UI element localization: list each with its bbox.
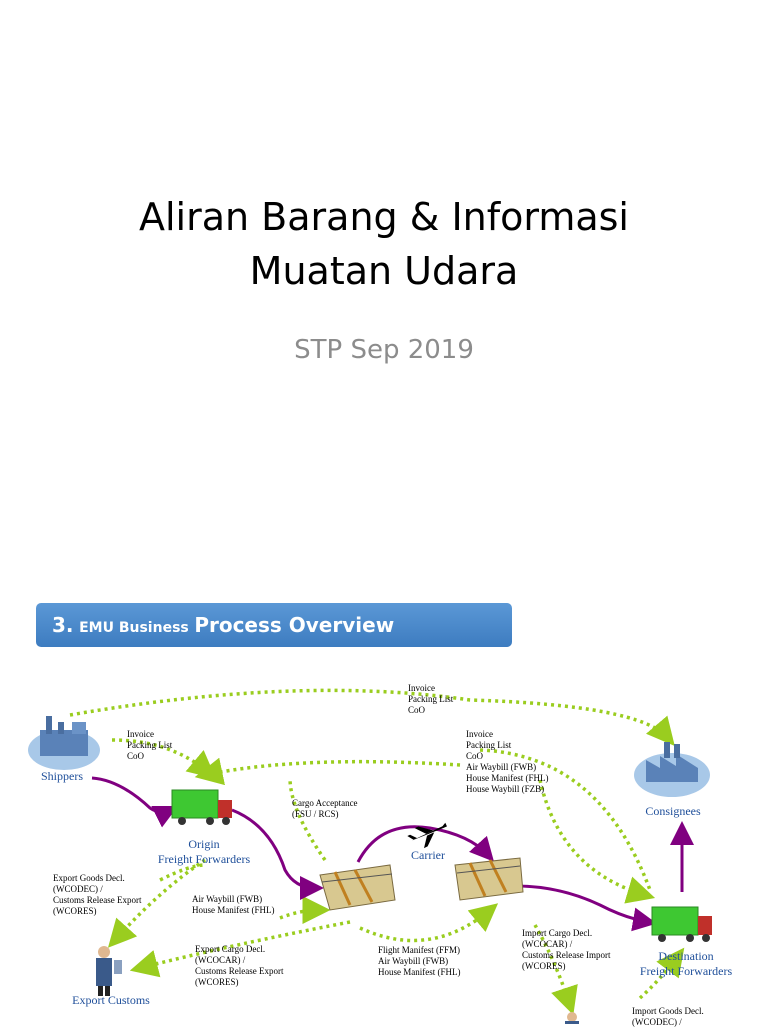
label-line: Customs Release Import <box>522 950 611 960</box>
label-flight-manifest: Flight Manifest (FFM)Air Waybill (FWB)Ho… <box>378 945 461 978</box>
label-line: (FSU / RCS) <box>292 809 339 819</box>
goods-shipper-origin <box>91 776 179 828</box>
label-awb-origin: Air Waybill (FWB)House Manifest (FHL) <box>192 894 275 916</box>
label-line: Invoice <box>408 683 435 693</box>
label-line: House Waybill (FZB) <box>466 784 545 794</box>
origin-terminal-icon <box>319 864 396 911</box>
label-line: (WCODEC) / <box>53 884 103 894</box>
flow-carrier-customs <box>129 920 351 978</box>
label-line: Export Goods Decl. <box>53 873 125 883</box>
goods-origin-terminal <box>231 808 324 900</box>
airplane-icon <box>407 822 447 849</box>
subtitle: STP Sep 2019 <box>294 335 474 365</box>
banner-big: Process Overview <box>194 613 395 637</box>
node-origin-ff-line1: Origin <box>188 837 220 851</box>
banner-number: 3. <box>52 613 74 637</box>
flow-carrier-import <box>359 903 499 943</box>
information-flows <box>69 688 685 1015</box>
label-line: (WCORES) <box>195 977 239 987</box>
process-diagram <box>28 688 712 1024</box>
node-export-customs: Export Customs <box>72 993 150 1007</box>
goods-terminal-carrier <box>356 825 495 863</box>
flow-carrier-origin <box>194 757 461 786</box>
label-line: Air Waybill (FWB) <box>466 762 537 772</box>
label-line: Air Waybill (FWB) <box>192 894 263 904</box>
goods-flows <box>91 776 694 932</box>
label-cargo-acceptance: Cargo Acceptance(FSU / RCS) <box>292 798 358 820</box>
label-line: House Manifest (FHL) <box>378 967 461 977</box>
goods-carrier-dest <box>515 884 657 932</box>
flow-shipper-consignee <box>69 688 675 746</box>
label-line: (WCOCAR) / <box>195 955 246 965</box>
node-dest-ff-line2: Freight Forwarders <box>639 964 733 978</box>
label-line: (WCORES) <box>53 906 97 916</box>
label-import-cargo: Import Cargo Decl.(WCOCAR) /Customs Rele… <box>522 928 611 972</box>
label-line: Cargo Acceptance <box>292 798 358 808</box>
label-line: Invoice <box>466 729 493 739</box>
label-line: Customs Release Export <box>53 895 142 905</box>
export-customs-icon <box>96 946 122 996</box>
node-dest-ff-line1: Destination <box>658 949 714 963</box>
label-line: CoO <box>408 705 426 715</box>
destination-terminal-icon <box>454 857 524 901</box>
label-export-goods: Export Goods Decl.(WCODEC) /Customs Rele… <box>53 873 142 917</box>
label-line: (WCOCAR) / <box>522 939 573 949</box>
flow-dest-up <box>479 748 652 891</box>
label-line: House Manifest (FHL) <box>192 905 275 915</box>
label-line: CoO <box>466 751 484 761</box>
flow-consignee-dest <box>538 779 656 904</box>
node-origin-ff-line2: Freight Forwarders <box>157 852 251 866</box>
section-banner: 3. EMU Business Process Overview <box>36 603 512 647</box>
label-line: Packing List <box>127 740 173 750</box>
flow-awb-carrier <box>279 896 331 925</box>
title-line-1: Aliran Barang & Informasi <box>139 195 629 239</box>
banner-small: EMU Business <box>79 620 189 636</box>
label-line: Invoice <box>127 729 154 739</box>
label-line: Flight Manifest (FFM) <box>378 945 461 955</box>
title-line-2: Muatan Udara <box>249 249 519 293</box>
node-consignees: Consignees <box>645 804 701 818</box>
shippers-icon <box>28 716 100 770</box>
flow-origin-customs <box>107 858 206 948</box>
label-line: Import Cargo Decl. <box>522 928 593 938</box>
import-customs-icon <box>565 1012 579 1024</box>
destination-truck-icon <box>651 906 712 942</box>
label-line: (WCODEC) / <box>632 1017 682 1027</box>
label-line: Import Goods Decl. <box>632 1006 704 1016</box>
node-carrier: Carrier <box>411 848 445 862</box>
flow-import-dest <box>638 947 685 1000</box>
label-line: CoO <box>127 751 145 761</box>
page-title: Aliran Barang & Informasi Muatan Udara <box>0 190 768 298</box>
label-line: Packing List <box>408 694 454 704</box>
label-export-cargo: Export Cargo Decl.(WCOCAR) /Customs Rele… <box>195 944 284 988</box>
origin-truck-icon <box>171 789 232 825</box>
label-line: Air Waybill (FWB) <box>378 956 449 966</box>
label-import-goods: Import Goods Decl.(WCODEC) / <box>632 1006 704 1028</box>
label-line: Customs Release Export <box>195 966 284 976</box>
consignees-icon <box>634 742 710 797</box>
label-line: House Manifest (FHL) <box>466 773 549 783</box>
label-line: Export Cargo Decl. <box>195 944 266 954</box>
flow-customs-origin <box>159 863 206 882</box>
flow-import-customs <box>533 924 578 1015</box>
node-shippers: Shippers <box>41 769 83 783</box>
label-line: Packing List <box>466 740 512 750</box>
label-line: (WCORES) <box>522 961 566 971</box>
